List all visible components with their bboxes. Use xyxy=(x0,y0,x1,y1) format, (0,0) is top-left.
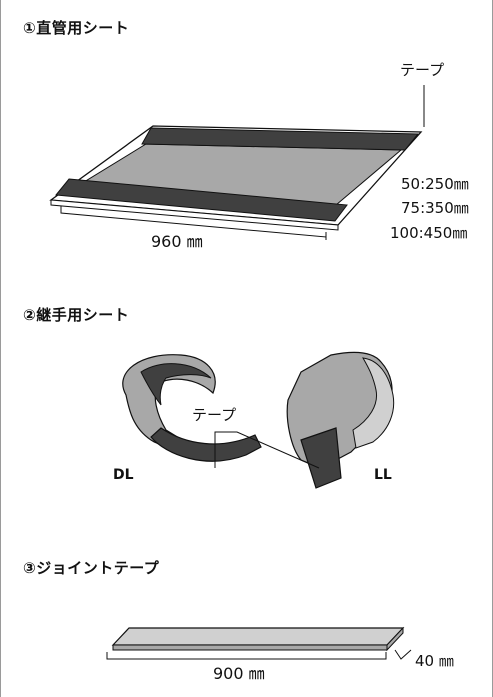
section-title-joint-tape: ③ジョイントテープ xyxy=(23,559,160,577)
dl-label: DL xyxy=(113,467,134,483)
width-label: 960 ㎜ xyxy=(151,232,203,251)
joint-tape-width-label: 900 ㎜ xyxy=(213,664,265,683)
dl-inner-tape xyxy=(140,363,212,406)
joint-tape-leader xyxy=(214,431,320,469)
size-line-1: 50:250㎜ xyxy=(401,175,469,193)
section-title-joint-sheet: ②継手用シート xyxy=(23,306,130,324)
section-title-straight-sheet: ①直管用シート xyxy=(23,19,130,37)
dl-tape-strip xyxy=(150,427,262,462)
joint-tape-label: テープ xyxy=(192,406,237,424)
tape-strip-front xyxy=(55,178,348,222)
tape-strip-back xyxy=(141,127,420,151)
sheet-edge xyxy=(50,199,339,231)
joint-tape-height-line xyxy=(394,649,412,660)
joint-tape-height-label: 40 ㎜ xyxy=(415,652,454,670)
size-line-2: 75:350㎜ xyxy=(401,199,469,217)
tape-label: テープ xyxy=(400,61,445,79)
joint-tape-top xyxy=(111,627,405,646)
ll-tape-strip xyxy=(300,427,342,489)
joint-tape-width-line xyxy=(106,652,387,660)
joint-tape-edge xyxy=(112,644,388,651)
ll-label: LL xyxy=(374,467,392,483)
size-line-3: 100:450㎜ xyxy=(390,224,468,242)
ll-inner-face xyxy=(352,357,395,449)
